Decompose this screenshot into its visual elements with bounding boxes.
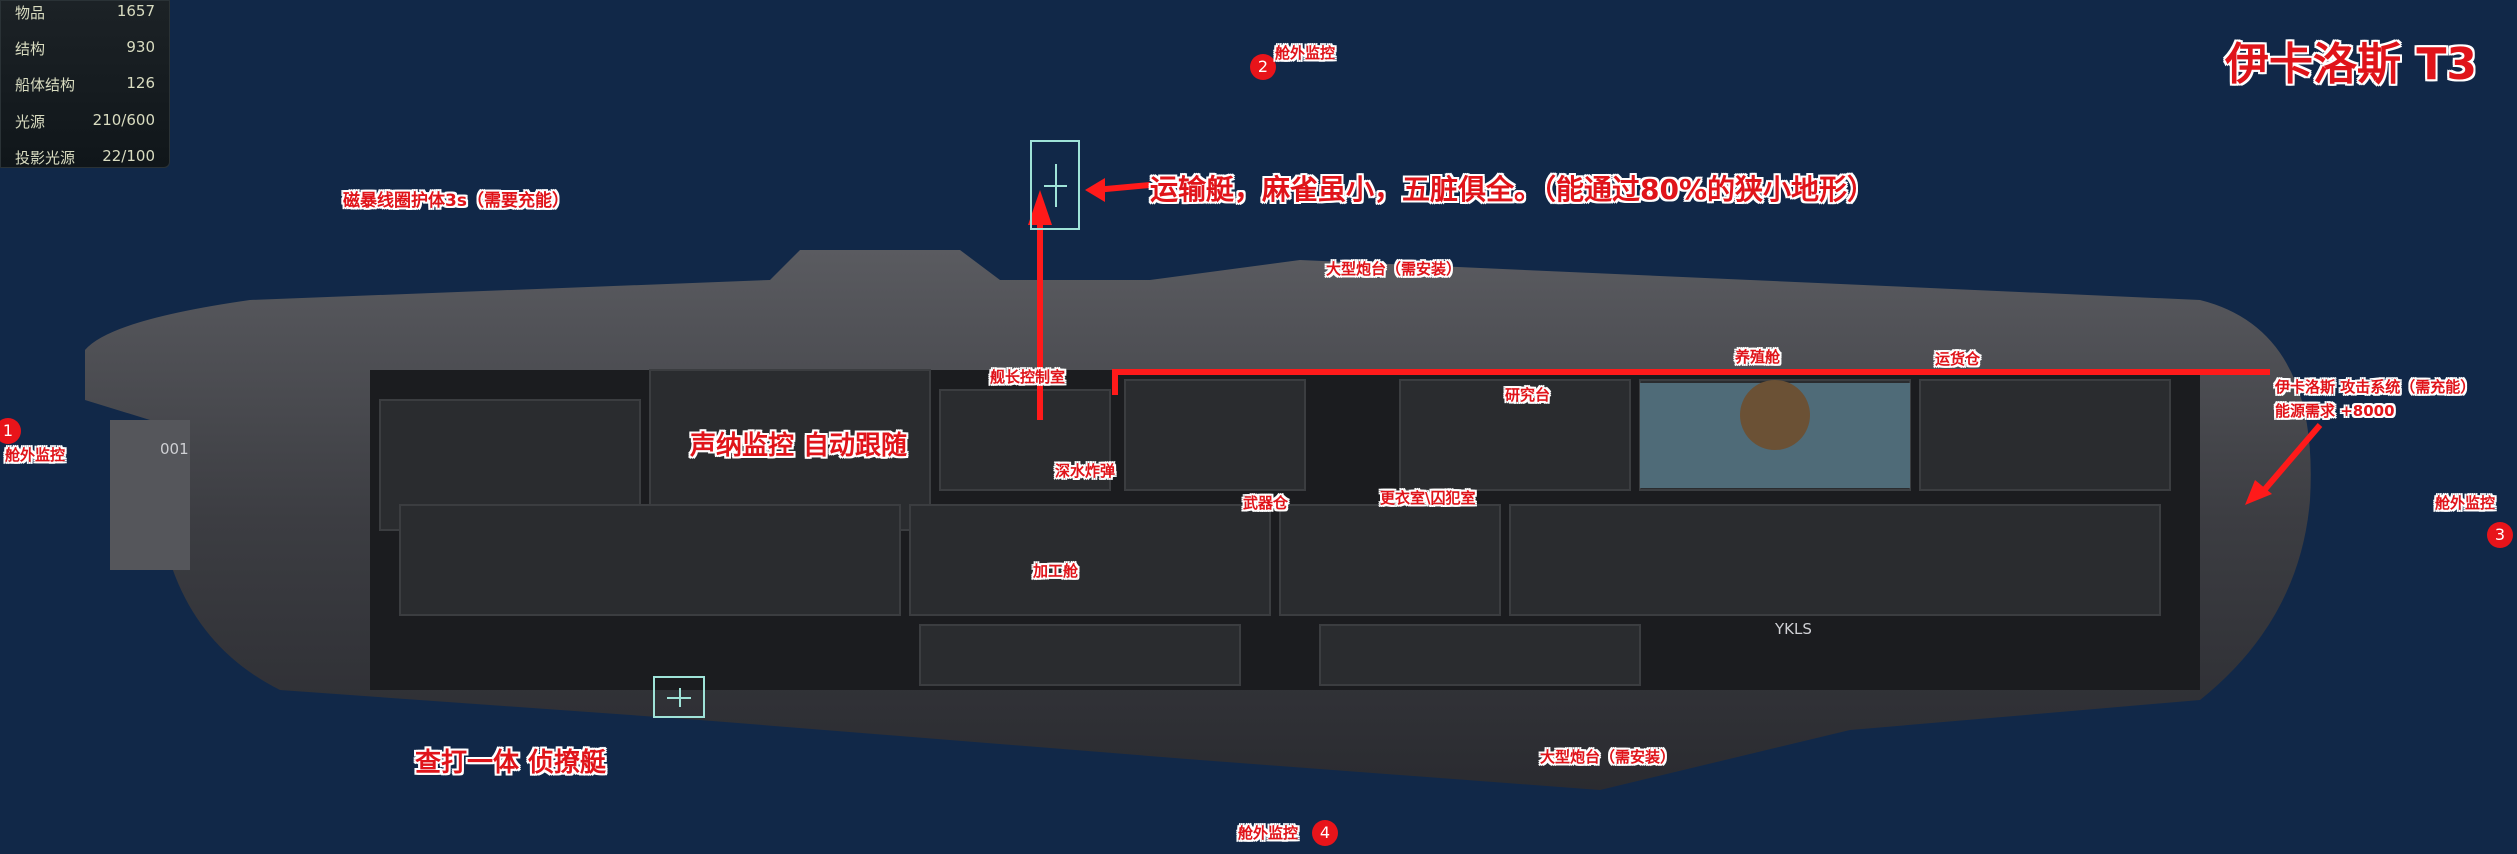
shuttle-docking-reticle <box>1030 140 1080 230</box>
stat-label: 光源 <box>15 113 46 131</box>
stat-row: 光源 210/600 <box>15 111 155 132</box>
stat-row: 物品 1657 <box>15 2 155 23</box>
stat-label: 船体结构 <box>15 76 76 94</box>
stat-row: 结构 930 <box>15 38 155 59</box>
bow-hull-number: 001 <box>160 440 189 458</box>
camera-label-2: 舱外监控 <box>1275 44 1336 62</box>
room-breeding: 养殖舱 <box>1735 348 1781 366</box>
camera-badge-2[interactable]: 2 <box>1250 54 1276 80</box>
camera-badge-1[interactable]: 1 <box>0 418 21 444</box>
room-weapons: 武器仓 <box>1243 494 1289 512</box>
room-captain: 舰长控制室 <box>990 368 1066 386</box>
camera-label-4: 舱外监控 <box>1238 824 1299 842</box>
room-fabrication: 加工舱 <box>1033 562 1079 580</box>
submarine-title: 伊卡洛斯 T3 <box>2225 39 2477 90</box>
annotation-turret-top: 大型炮台（需安装） <box>1326 260 1462 278</box>
camera-label-1: 舱外监控 <box>5 446 66 464</box>
camera-label-3: 舱外监控 <box>2435 494 2496 512</box>
stat-row: 投影光源 22/100 <box>15 147 155 168</box>
room-cargo: 运货仓 <box>1935 350 1981 368</box>
annotation-shuttle: 运输艇，麻雀虽小，五脏俱全。（能通过80%的狭小地形） <box>1150 173 1876 206</box>
room-research: 研究台 <box>1505 386 1551 404</box>
annotation-power-need: 能源需求 +8000 <box>2275 402 2395 420</box>
stats-panel: 物品 1657 结构 930 船体结构 126 光源 210/600 投影光源 22/10… <box>0 0 170 168</box>
stern-hull-mark: YKLS <box>1775 620 1812 638</box>
camera-badge-4[interactable]: 4 <box>1312 820 1338 846</box>
annotation-attack-system: 伊卡洛斯 攻击系统（需充能） <box>2275 378 2476 396</box>
room-locker: 更衣室\囚犯室 <box>1380 489 1476 507</box>
stat-value: 22/100 <box>102 147 155 165</box>
stat-label: 结构 <box>15 40 46 58</box>
stat-value: 1657 <box>116 2 155 20</box>
room-depth-charge: 深水炸弹 <box>1055 462 1116 480</box>
stat-value: 210/600 <box>92 111 155 129</box>
stat-value: 930 <box>126 38 155 56</box>
annotation-scout: 查打一体 侦撩艇 <box>415 748 607 778</box>
annotation-turret-bottom: 大型炮台（需安装） <box>1540 748 1676 766</box>
stat-value: 126 <box>126 74 155 92</box>
annotation-coil: 磁暴线圈护体3s（需要充能） <box>343 191 569 211</box>
stat-label: 投影光源 <box>15 149 76 167</box>
annotation-sonar: 声纳监控 自动跟随 <box>690 431 908 461</box>
stat-label: 物品 <box>15 4 46 22</box>
scout-docking-reticle <box>653 676 705 718</box>
camera-badge-3[interactable]: 3 <box>2487 522 2513 548</box>
stat-row: 船体结构 126 <box>15 74 155 95</box>
